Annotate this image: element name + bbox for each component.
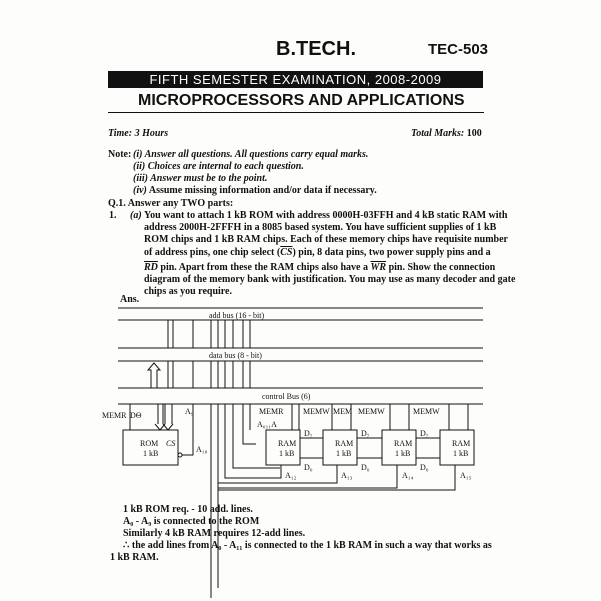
question-line: ROM chips and 1 kB RAM chips. Each of th…	[144, 234, 508, 245]
svg-text:1 kB: 1 kB	[453, 449, 468, 458]
svg-text:A₁₂: A₁₂	[285, 471, 297, 480]
data-bus-label: data bus (8 - bit)	[209, 351, 262, 360]
note-label: Note:	[108, 149, 132, 160]
svg-text:A₁₅: A₁₅	[460, 471, 472, 480]
svg-text:MEMW: MEMW	[303, 407, 330, 416]
question-line: RD pin. Apart from these the RAM chips a…	[144, 262, 496, 273]
question-line: diagram of the memory bank with justific…	[144, 274, 516, 285]
answer-line: 1 kB ROM req. - 10 add. lines.	[123, 504, 253, 515]
svg-text:A₀₁₁A: A₀₁₁A	[257, 420, 277, 429]
subject-title: MICROPROCESSORS AND APPLICATIONS	[138, 92, 465, 109]
answer-line: A₀ - A₉ is connected to the ROM	[123, 516, 260, 527]
svg-text:RAM: RAM	[394, 439, 412, 448]
svg-text:RAM: RAM	[335, 439, 353, 448]
question-line: of address pins, one chip select (CS) pi…	[144, 247, 491, 258]
svg-text:ROM: ROM	[140, 439, 158, 448]
note-item: (iii) Answer must be to the point.	[133, 173, 268, 184]
title-rule	[108, 112, 484, 113]
svg-text:MEMW: MEMW	[413, 407, 440, 416]
marks-value: 100	[466, 128, 482, 139]
svg-text:D₀: D₀	[361, 463, 370, 472]
svg-text:A₁₄: A₁₄	[402, 471, 414, 480]
bus-taps	[146, 320, 251, 388]
note-item: (iv) Assume missing information and/or d…	[133, 185, 377, 196]
rom-chip: ROM 1 kB CS A₁₀ MEMR DΘ A₉	[102, 404, 208, 466]
answer-line: ∴ the add lines from A₀ - A₁₁ is connect…	[123, 540, 492, 551]
time: Time: 3 Hours	[108, 128, 169, 139]
add-bus-label: add bus (16 - bit)	[209, 311, 264, 320]
note-item: (i) Answer all questions. All questions …	[133, 149, 369, 160]
svg-text:MEM: MEM	[333, 407, 352, 416]
svg-text:D₇: D₇	[420, 429, 429, 438]
svg-text:A₁₀: A₁₀	[196, 445, 208, 454]
svg-text:DΘ: DΘ	[130, 411, 142, 420]
question-line: address 2000H-2FFFH in a 8085 based syst…	[144, 222, 497, 233]
svg-text:MEMR: MEMR	[259, 407, 284, 416]
marks-label: Total Marks:	[411, 128, 465, 139]
question-number: 1.	[109, 210, 117, 221]
svg-text:CS: CS	[166, 439, 175, 448]
answer-line: 1 kB RAM.	[110, 552, 159, 563]
svg-text:1 kB: 1 kB	[395, 449, 410, 458]
svg-text:D₇: D₇	[304, 429, 313, 438]
svg-text:RAM: RAM	[452, 439, 470, 448]
svg-text:D₀: D₀	[420, 463, 429, 472]
svg-text:D₇: D₇	[361, 429, 370, 438]
exam-banner: FIFTH SEMESTER EXAMINATION, 2008-2009	[108, 71, 483, 88]
svg-text:MEMW: MEMW	[358, 407, 385, 416]
svg-text:D₀: D₀	[304, 463, 313, 472]
svg-text:1 kB: 1 kB	[336, 449, 351, 458]
question-heading: Q.1. Answer any TWO parts:	[108, 198, 234, 209]
bus-lines	[118, 307, 483, 405]
svg-text:A₉: A₉	[185, 407, 194, 416]
question-line: chips as you require.	[144, 286, 232, 297]
control-bus-label: control Bus (6)	[262, 392, 311, 401]
svg-text:1 kB: 1 kB	[279, 449, 294, 458]
svg-text:MEMR: MEMR	[102, 411, 127, 420]
svg-text:RAM: RAM	[278, 439, 296, 448]
svg-text:1 kB: 1 kB	[143, 449, 158, 458]
question-line: You want to attach 1 kB ROM with address…	[144, 210, 508, 221]
answer-label: Ans.	[120, 294, 140, 305]
svg-text:A₁₃: A₁₃	[341, 471, 353, 480]
course-code: TEC-503	[428, 41, 489, 58]
total-marks: Total Marks: 100	[411, 128, 482, 139]
part-label: (a)	[130, 210, 142, 221]
program: B.TECH.	[276, 38, 356, 60]
answer-line: Similarly 4 kB RAM requires 12-add lines…	[123, 528, 306, 539]
note-item: (ii) Choices are internal to each questi…	[133, 161, 304, 172]
